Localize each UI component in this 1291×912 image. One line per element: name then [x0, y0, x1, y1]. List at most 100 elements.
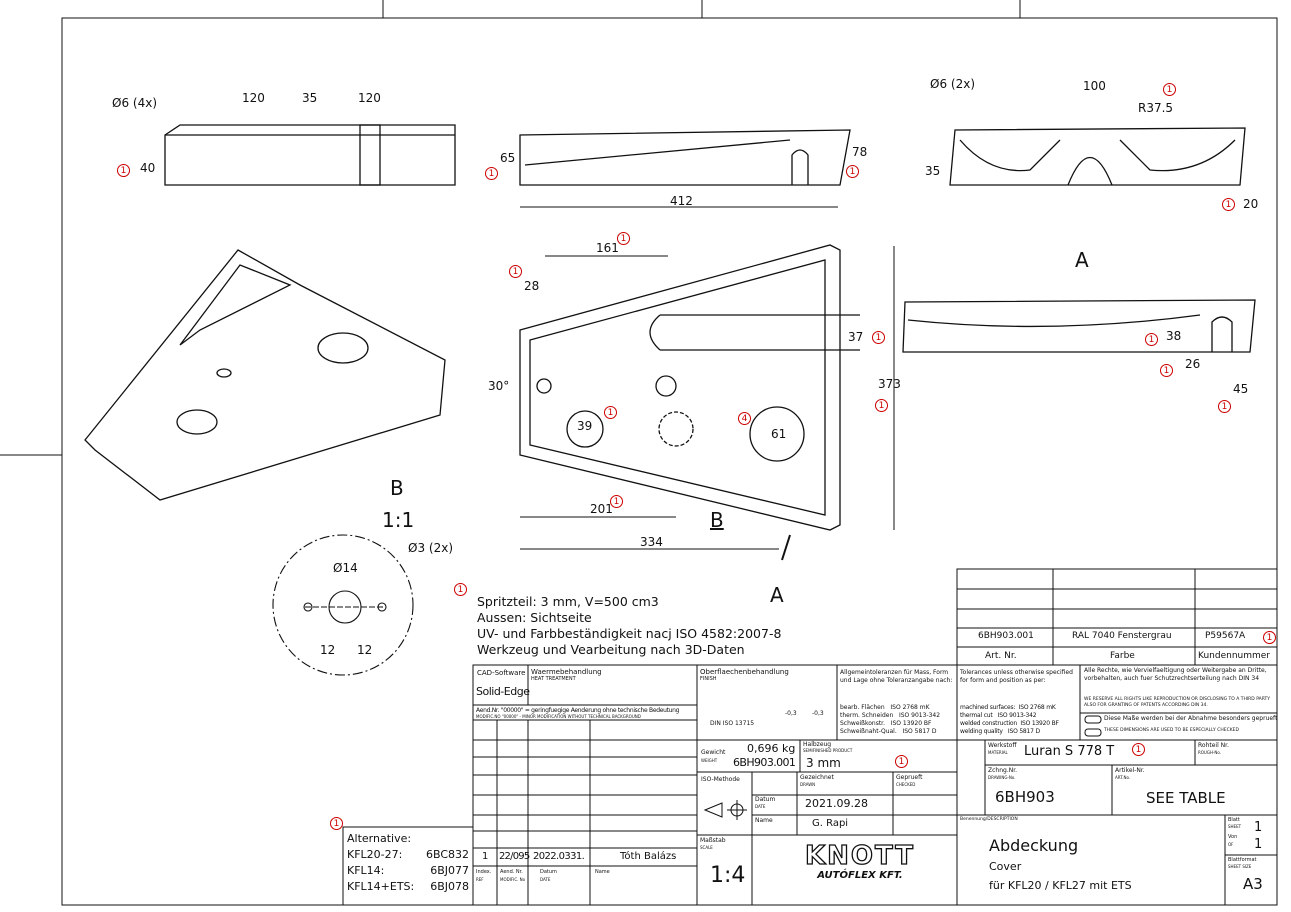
rev-header-name: Name: [595, 869, 610, 875]
alt-model: KFL14:: [347, 864, 385, 877]
dim-text: 37: [848, 330, 864, 344]
revision-marker: 1: [117, 164, 130, 177]
format-label: Blattformat: [1228, 857, 1257, 863]
dim-text: 20: [1243, 197, 1259, 211]
view-a-label: A: [1075, 248, 1089, 272]
revision-aend: 22/095: [499, 851, 530, 862]
revision-date: 2022.0331.: [533, 851, 585, 862]
dim-text: 38: [1166, 329, 1182, 343]
checked-label: Geprueft: [896, 774, 923, 781]
header-kundennummer: Kundennummer: [1198, 651, 1270, 661]
iso-method-label: ISO-Methode: [701, 776, 740, 783]
revision-marker: 1: [330, 817, 343, 830]
description-en: Cover: [989, 860, 1022, 873]
alternative-row: KFL20-27: 6BC832: [347, 847, 469, 863]
part-article-number: 6BH903.001: [978, 631, 1034, 641]
logo-sub: AUTÓFLEX KFT.: [817, 870, 903, 881]
alt-model: KFL14+ETS:: [347, 880, 415, 893]
revision-marker: 1: [1222, 198, 1235, 211]
rev-header-index-en: REF: [476, 877, 484, 882]
rights-notice-en: WE RESERVE ALL RIGHTS LIKE REPRODUCTION …: [1084, 697, 1270, 708]
tol-row: thermal cut ISO 9013-342: [960, 712, 1037, 719]
note-line: UV- und Farbbeständigkeit nacj ISO 4582:…: [477, 626, 782, 641]
drawn-name: G. Rapi: [812, 818, 849, 829]
material-label: Werkstoff: [988, 742, 1017, 749]
dim-text: 12: [320, 643, 336, 657]
alt-part: 6BJ077: [430, 864, 469, 877]
sheet-value: 1: [1254, 820, 1263, 835]
dim-text: 334: [640, 535, 663, 549]
dim-text: 12: [357, 643, 373, 657]
drawing-no-label-en: DRAWING-No.: [988, 775, 1016, 780]
note-line: Aussen: Sichtseite: [477, 610, 592, 625]
revision-marker: 1: [485, 167, 498, 180]
semi-label-en: SEMIFINISHED PRODUCT: [803, 748, 853, 753]
dim-text: Ø3 (2x): [408, 541, 453, 555]
scale-label-en: SCALE: [700, 845, 713, 850]
dim-text: 161: [596, 241, 619, 255]
name-label: Name: [755, 817, 773, 824]
drawn-label: Gezeichnet: [800, 774, 834, 781]
alt-part: 6BC832: [425, 848, 469, 861]
of-value: 1: [1254, 837, 1263, 852]
semi-label: Halbzeug: [803, 741, 832, 748]
view-marker-a: A: [770, 583, 784, 607]
format-value: A3: [1243, 875, 1263, 893]
main-plan-view: [519, 244, 860, 531]
part-color: RAL 7040 Fenstergrau: [1072, 631, 1172, 641]
weight-value: 0,696 kg: [747, 742, 796, 755]
note-line: Werkzeug und Vearbeitung nach 3D-Daten: [477, 642, 745, 657]
heat-label: Waermebehandlung: [531, 668, 602, 676]
cad-value: Solid-Edge: [476, 685, 530, 698]
cad-label: CAD-Software: [477, 669, 526, 677]
of-label: Von: [1228, 834, 1238, 840]
dim-text: 40: [140, 161, 156, 175]
weight-part: 6BH903.001: [733, 756, 796, 769]
header-farbe: Farbe: [1110, 651, 1135, 661]
dim-text: 26: [1185, 357, 1201, 371]
dim-text: 100: [1083, 79, 1106, 93]
tol-row: therm. Schneiden ISO 9013-342: [840, 712, 941, 719]
rev-header-aend-en: MODIFIC. No: [500, 877, 526, 882]
tol-row: welded construction ISO 13920 BF: [960, 720, 1059, 727]
article-value: SEE TABLE: [1146, 789, 1226, 807]
description-de: Abdeckung: [989, 836, 1079, 855]
alternative-list: Alternative: KFL20-27: 6BC832 KFL14: 6BJ07…: [347, 831, 469, 895]
rev-header-aend: Aend. Nr.: [500, 869, 523, 875]
material-value: Luran S 778 T: [1024, 744, 1115, 759]
rights-notice: Alle Rechte, wie Vervielfaeltigung oder …: [1084, 667, 1267, 682]
tol-row: machined surfaces: ISO 2768 mK: [960, 704, 1056, 711]
rough-label: Rohteil Nr.: [1198, 742, 1229, 749]
tol-row: Schweißkonstr. ISO 13920 BF: [840, 720, 932, 727]
header-art-nr: Art. Nr.: [985, 651, 1017, 661]
revision-marker: 4: [738, 412, 751, 425]
general-tolerances: Allgemeintoleranzen für Mass, Form und L…: [840, 669, 953, 684]
revision-marker: 1: [872, 331, 885, 344]
revision-marker: 1: [610, 495, 623, 508]
alt-model: KFL20-27:: [347, 848, 403, 861]
finish-label-en: FINISH: [700, 676, 717, 682]
dim-text: 120: [358, 91, 381, 105]
check-note: Diese Maße werden bei der Abnahme besond…: [1104, 715, 1278, 722]
dim-text: 61: [771, 427, 787, 441]
revision-name: Tóth Balázs: [620, 851, 677, 862]
dim-text: 201: [590, 502, 613, 516]
aend-note-en: MODIFIC.NO "00000" - MINOR MODIFICATION …: [476, 714, 641, 719]
date-label: Datum: [755, 796, 776, 803]
weight-label-en: WEIGHT: [701, 758, 718, 763]
title-block-grid: [342, 568, 1278, 906]
description-label: Benennung/DESCRIPTION: [960, 817, 1018, 822]
din-iso: DIN ISO 13715: [710, 720, 755, 727]
format-label-en: SHEET SIZE: [1228, 864, 1252, 869]
dim-hole-dia: Ø6 (2x): [930, 77, 975, 91]
note-line: Spritzteil: 3 mm, V=500 cm3: [477, 594, 659, 609]
finish-label: Oberflaechenbehandlung: [700, 668, 789, 676]
drawn-date: 2021.09.28: [805, 797, 868, 810]
rev-header-date-en: DATE: [540, 877, 551, 882]
sheet-label: Blatt: [1228, 817, 1240, 823]
revision-marker: 1: [895, 755, 908, 768]
dim-text: 30°: [488, 379, 510, 393]
alternative-title: Alternative:: [347, 832, 412, 845]
section-b-scale: 1:1: [382, 508, 415, 532]
